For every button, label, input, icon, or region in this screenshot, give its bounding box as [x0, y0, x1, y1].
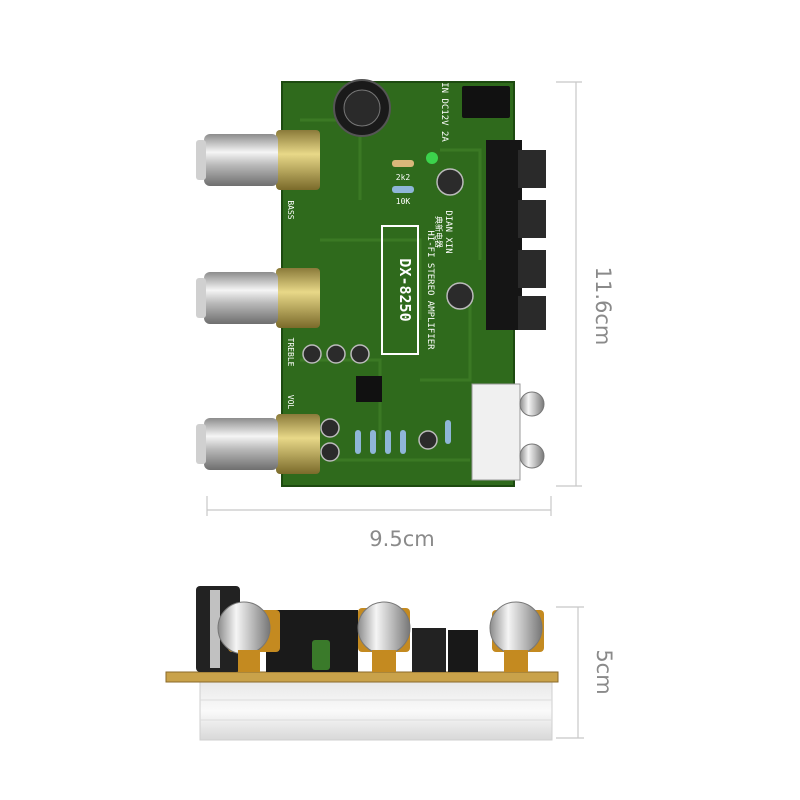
side-knob-2	[357, 601, 411, 672]
resistor-label-2k2: 2k2	[396, 173, 411, 182]
pcb-side-edge	[165, 671, 559, 683]
dimension-lines	[206, 81, 584, 739]
bass-potentiometer	[196, 130, 320, 190]
heatsink	[199, 681, 553, 741]
resistor-label-10k: 10K	[396, 197, 411, 206]
top-view-board: DX-8250 HI-FI STEREO AMPLIFIER DIAN XIN …	[196, 79, 546, 487]
subtitle-label: HI-FI STEREO AMPLIFIER	[425, 230, 435, 350]
brand-label: DIAN XIN	[443, 210, 453, 253]
knob-label-vol: VOL	[286, 395, 295, 410]
side-view-board	[165, 586, 559, 741]
brand-cn-label: 典新电器	[434, 216, 444, 248]
knob-label-treble: TREBLE	[286, 338, 295, 367]
model-label-box	[381, 225, 419, 355]
small-capacitors	[302, 168, 474, 462]
side-knob-3	[489, 601, 544, 672]
led	[426, 152, 438, 164]
model-label: DX-8250	[396, 258, 414, 321]
knob-label-bass: BASS	[286, 200, 295, 219]
dc-jack	[462, 86, 510, 118]
power-label: IN DC12V 2A	[439, 82, 449, 142]
resistors	[355, 160, 451, 454]
length-dimension: 11.6cm	[591, 267, 615, 346]
height-dimension: 5cm	[592, 649, 616, 694]
ic-chip	[356, 376, 382, 402]
width-dimension: 9.5cm	[369, 527, 434, 551]
side-knob-1	[217, 601, 280, 672]
pcb-traces	[300, 118, 482, 462]
volume-potentiometer	[196, 414, 320, 474]
treble-potentiometer	[196, 268, 320, 328]
speaker-terminal	[486, 140, 522, 330]
rca-input	[471, 383, 521, 481]
